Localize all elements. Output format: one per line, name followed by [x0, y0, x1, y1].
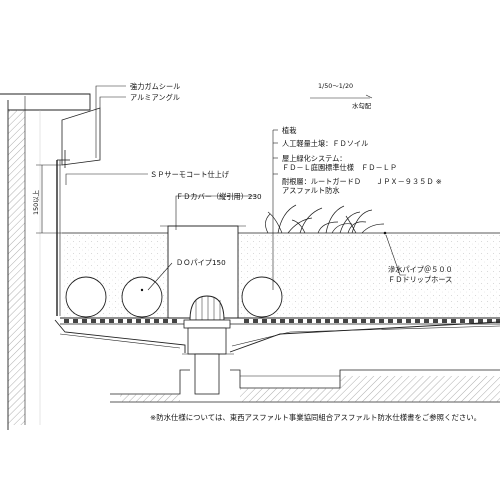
drainage-cell: [64, 319, 69, 323]
do-pipes: [65, 276, 283, 318]
system-label-2: ＦＤ－Ｌ庭園標準仕様 ＦＤ－ＬＰ: [282, 163, 397, 172]
slope-ratio-label: 1/50～1/20: [318, 82, 353, 90]
height-dimension: 150以上: [31, 164, 62, 234]
angle-label: アルミアングル: [130, 93, 180, 102]
drain-pipe-label-1: 滲水パイプ＠５００: [388, 265, 453, 274]
drainage-cell: [127, 319, 132, 323]
plants-label: 植栽: [282, 126, 296, 135]
drainage-cell: [379, 319, 384, 323]
drainage-cell: [424, 319, 429, 323]
drainage-cell: [442, 319, 447, 323]
drainage-cell: [118, 319, 123, 323]
root-guard-label: 耐根層：ルートガードＤ: [282, 177, 361, 186]
drainage-cell: [253, 319, 258, 323]
drainage-cell: [487, 319, 492, 323]
structural-slab: [110, 369, 500, 403]
fd-cover-label: ＦＤカバー（縦引用）230: [176, 192, 262, 201]
drainage-cell: [271, 319, 276, 323]
wall-coating-line: [56, 159, 70, 316]
drainage-cell: [460, 319, 465, 323]
sp-coat-label: ＳＰサーモコート仕上げ: [150, 170, 230, 179]
soil-label: 人工軽量土壌：ＦＤソイル: [282, 139, 368, 148]
drainage-cell: [307, 319, 312, 323]
drainage-cell: [262, 319, 267, 323]
drainage-cell: [433, 319, 438, 323]
drainage-cell: [388, 319, 393, 323]
do-pipe-1: [65, 276, 107, 318]
do-pipe-center-dot: [140, 288, 144, 292]
drainage-cell: [415, 319, 420, 323]
drainage-cell: [91, 319, 96, 323]
drainage-cell: [289, 319, 294, 323]
drain-pipe-label-2: ＦＤドリップホース: [388, 275, 452, 284]
drainage-cell: [334, 319, 339, 323]
drainage-cell: [352, 319, 357, 323]
drainage-cell: [280, 319, 285, 323]
asphalt-label: アスファルト防水: [282, 186, 340, 195]
system-label-1: 屋上緑化システム：: [282, 154, 346, 163]
drainage-cell: [370, 319, 375, 323]
drainage-cell: [406, 319, 411, 323]
footnote: ※防水仕様については、東西アスファルト事業協同組合アスファルト防水仕様書をご参照…: [150, 413, 481, 422]
drainage-cell: [325, 319, 330, 323]
drainage-cell: [109, 319, 114, 323]
drainage-cell: [136, 319, 141, 323]
drainage-cell: [478, 319, 483, 323]
roof-drain: [182, 295, 234, 395]
drainage-cell: [469, 319, 474, 323]
drainage-cell: [298, 319, 303, 323]
drainage-cell: [316, 319, 321, 323]
drainage-cell: [361, 319, 366, 323]
drainage-board: [54, 317, 500, 353]
sealant-label: 強力ガムシール: [130, 82, 180, 91]
do-pipe-3: [241, 276, 283, 318]
jpx-label: ＪＰＸ－９３５Ｄ ※: [376, 177, 442, 186]
drainage-cell: [154, 319, 159, 323]
drainage-cell: [496, 319, 500, 323]
drainage-cell: [343, 319, 348, 323]
do-pipe-2: [121, 276, 163, 318]
do-pipe-label: ＤＯパイプ150: [176, 258, 226, 267]
drainage-cell: [172, 319, 177, 323]
leader-lines: [65, 85, 406, 291]
drainage-cell: [100, 319, 105, 323]
height-dimension-label: 150以上: [31, 189, 40, 215]
drainage-cell: [244, 319, 249, 323]
drainage-cell: [73, 319, 78, 323]
drainage-cell: [82, 319, 87, 323]
drainage-cell: [145, 319, 150, 323]
slope-label: 水勾配: [352, 101, 372, 110]
drainage-cell: [451, 319, 456, 323]
plants: [265, 204, 385, 234]
drainage-cell: [163, 319, 168, 323]
drainage-cell: [397, 319, 402, 323]
parapet-wall: [0, 93, 101, 430]
